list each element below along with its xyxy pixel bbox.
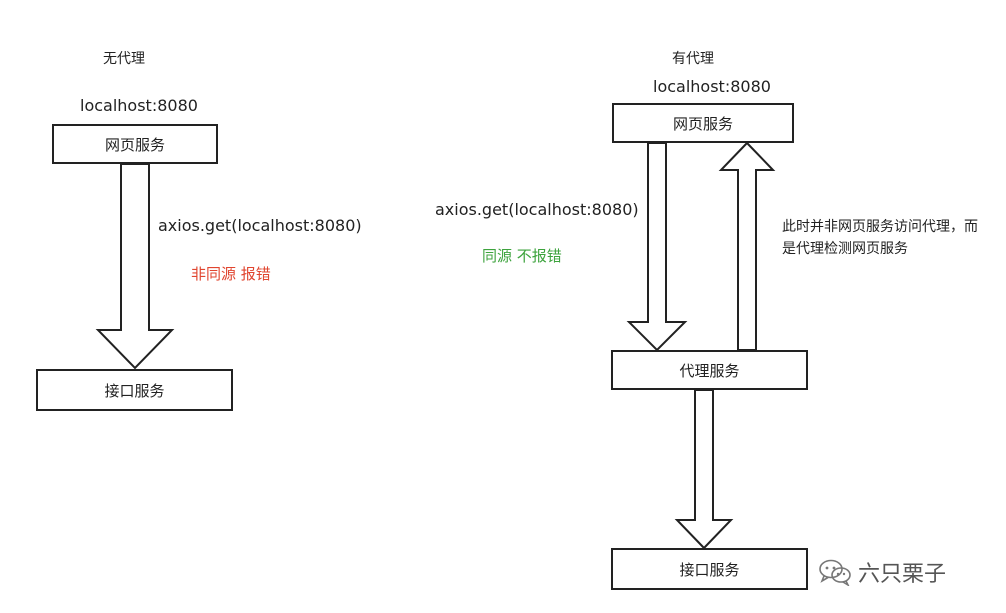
right-down-arrow-proxy-to-api bbox=[674, 389, 734, 550]
left-api-service-box: 接口服务 bbox=[36, 369, 233, 411]
watermark: 六只栗子 bbox=[818, 556, 946, 588]
left-web-service-label: 网页服务 bbox=[104, 135, 165, 154]
right-host-label: localhost:8080 bbox=[653, 77, 771, 96]
left-web-service-box: 网页服务 bbox=[52, 124, 218, 164]
left-api-service-label: 接口服务 bbox=[104, 381, 165, 400]
left-host-label: localhost:8080 bbox=[80, 96, 198, 115]
right-down-arrow-web-to-proxy bbox=[626, 142, 688, 352]
right-up-arrow-proxy-to-web bbox=[718, 141, 776, 351]
right-note-label: 此时并非网页服务访问代理，而是代理检测网页服务 bbox=[782, 219, 978, 257]
right-api-service-box: 接口服务 bbox=[611, 548, 808, 590]
left-request-label: axios.get(localhost:8080) bbox=[158, 216, 362, 235]
wechat-icon bbox=[819, 559, 851, 586]
left-title: 无代理 bbox=[103, 51, 145, 67]
right-request-label: axios.get(localhost:8080) bbox=[435, 200, 639, 219]
right-api-service-label: 接口服务 bbox=[679, 560, 740, 579]
right-result-label: 同源 不报错 bbox=[482, 247, 562, 265]
watermark-text: 六只栗子 bbox=[858, 562, 947, 587]
left-down-arrow bbox=[95, 163, 175, 370]
right-web-service-box: 网页服务 bbox=[612, 103, 794, 143]
right-proxy-service-box: 代理服务 bbox=[611, 350, 808, 390]
right-proxy-service-label: 代理服务 bbox=[679, 361, 740, 380]
left-result-label: 非同源 报错 bbox=[191, 265, 271, 283]
right-title: 有代理 bbox=[672, 51, 714, 67]
right-web-service-label: 网页服务 bbox=[672, 114, 733, 133]
